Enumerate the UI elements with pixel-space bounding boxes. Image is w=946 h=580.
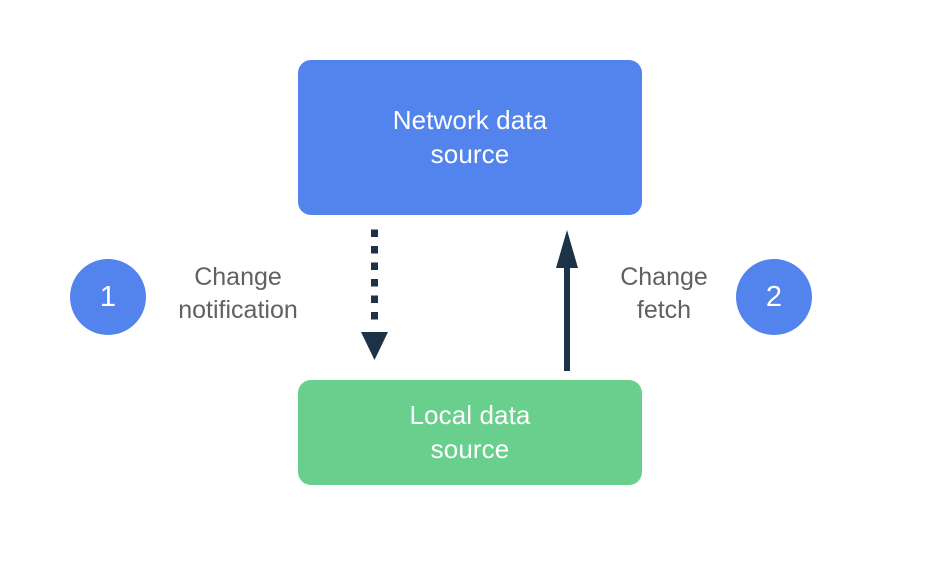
step-marker-2[interactable]: 2 [736,259,812,335]
step-marker-2-number: 2 [765,280,783,313]
arrow-down-head [361,332,388,360]
arrow-change-notification-down-icon [361,229,388,360]
step-marker-1-number: 1 [99,280,117,313]
node-local-data-source[interactable]: Local data source [298,380,642,485]
node-network-data-source-label: Network data source [392,105,548,169]
node-network-data-source[interactable]: Network data source [298,60,642,215]
arrow-up-head [556,230,578,268]
node-local-data-source-label: Local data source [409,400,531,464]
edge-label-change-notification: Change notification [178,263,298,324]
step-marker-1[interactable]: 1 [70,259,146,335]
arrow-solid-shaft [564,264,570,371]
edge-label-change-fetch: Change fetch [620,263,708,324]
arrow-change-fetch-up-icon [556,230,578,371]
